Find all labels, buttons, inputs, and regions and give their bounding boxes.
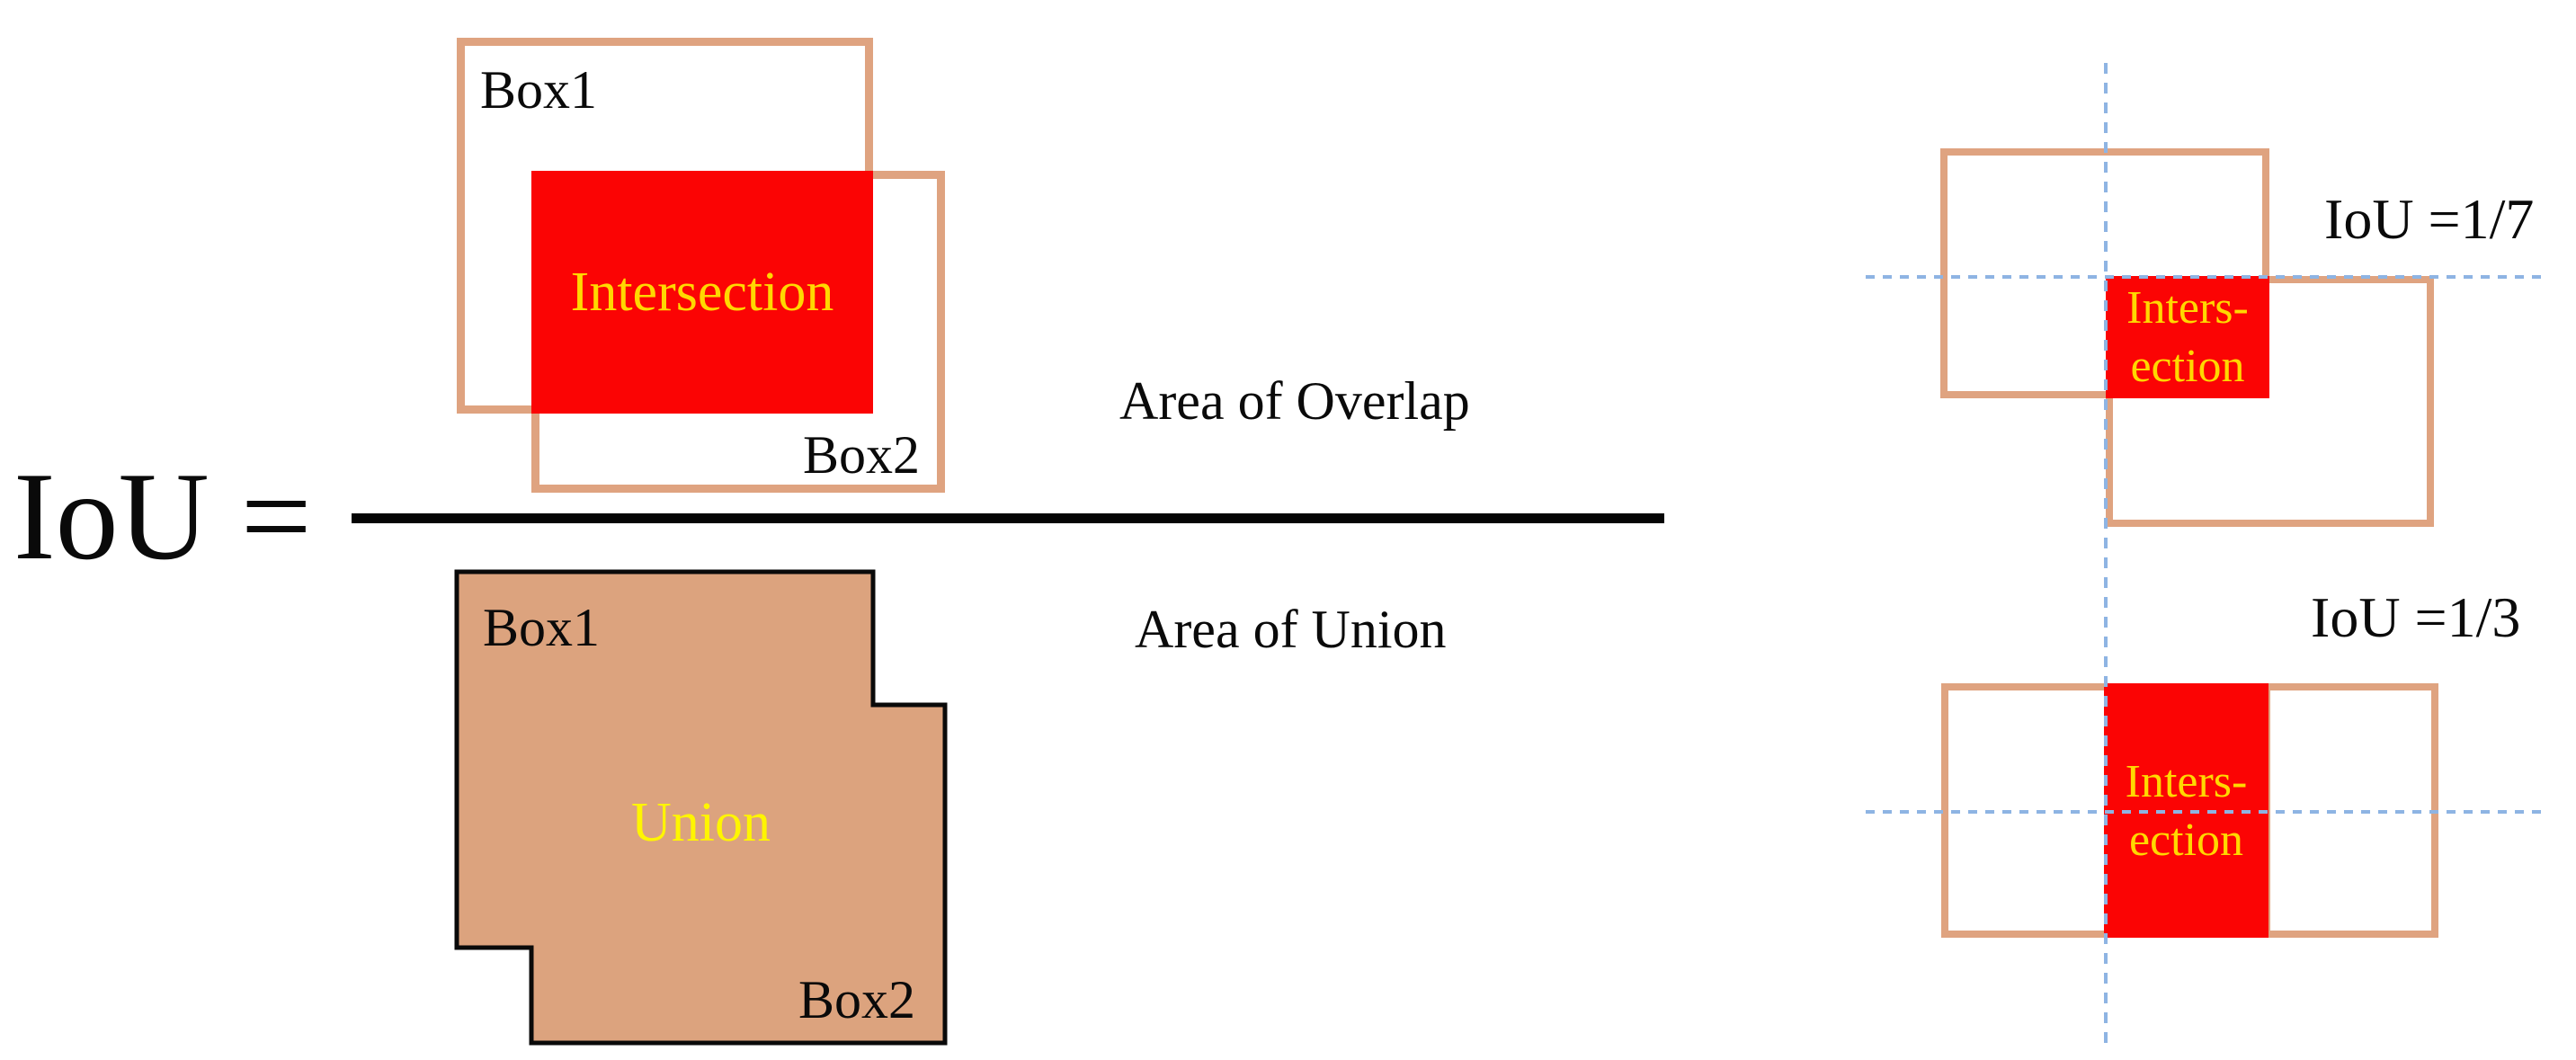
example1-box2: [2106, 276, 2434, 527]
example1-intersection-line1: Inters-: [2126, 282, 2249, 334]
area-of-union-label: Area of Union: [1135, 600, 1447, 659]
example2-iou-label: IoU =1/3: [2311, 585, 2521, 649]
fraction-bar: [352, 513, 1664, 523]
intersection-label: Intersection: [570, 262, 834, 323]
example1-iou-label: IoU =1/7: [2324, 187, 2535, 251]
area-of-overlap-label: Area of Overlap: [1119, 371, 1470, 431]
union-polygon: [454, 569, 948, 1046]
union-box2-label: Box2: [798, 970, 916, 1029]
example1-intersection-line2: ection: [2130, 341, 2245, 392]
vertical-guide-line: [2104, 63, 2108, 1052]
example2-intersection-line2: ection: [2128, 814, 2244, 866]
example2-intersection-line1: Inters-: [2125, 755, 2248, 807]
example1-intersection-rect: Inters- ection: [2106, 276, 2269, 398]
union-box1-label: Box1: [483, 598, 601, 657]
example1-horizontal-guide-line: [1866, 275, 2547, 279]
numerator-intersection-rect: Intersection: [531, 171, 873, 414]
numerator-box2-label: Box2: [803, 425, 921, 485]
union-label: Union: [631, 792, 771, 853]
numerator-box1-label: Box1: [480, 60, 598, 120]
formula-lhs: IoU =: [13, 447, 312, 586]
example2-horizontal-guide-line: [1866, 810, 2547, 814]
